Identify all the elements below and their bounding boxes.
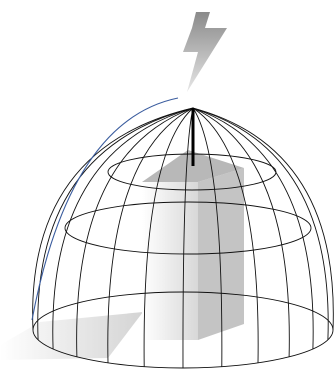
building-shadow (0, 312, 143, 360)
lightning-bolt-icon (183, 12, 227, 92)
building-front-face (142, 182, 198, 340)
building (142, 150, 244, 340)
